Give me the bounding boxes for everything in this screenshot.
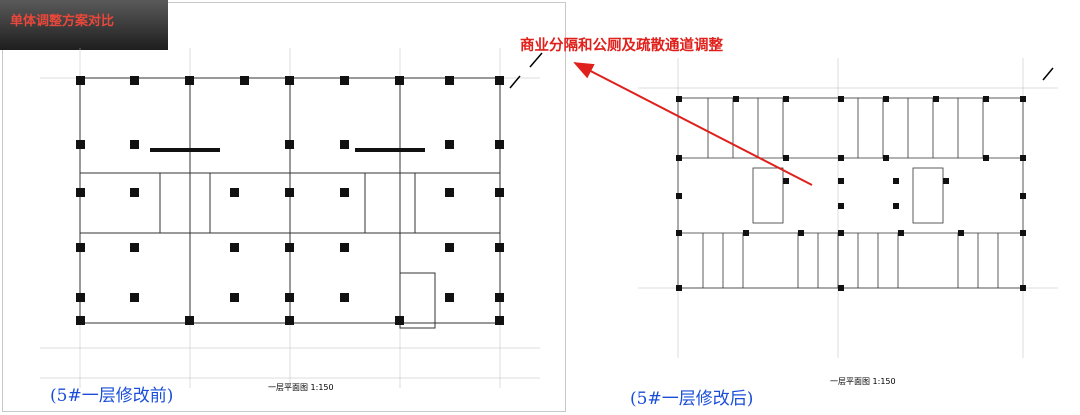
left-slide-frame xyxy=(2,2,566,412)
floor-plan-after xyxy=(638,58,1058,358)
slide-title: 单体调整方案对比 xyxy=(10,14,115,29)
title-badge: 单体调整方案对比 xyxy=(0,0,168,50)
caption-before: (5#一层修改前) xyxy=(50,386,174,406)
scale-label-before: 一层平面图 1:150 xyxy=(268,383,334,392)
caption-after: (5#一层修改后) xyxy=(630,389,754,409)
adjustment-callout: 商业分隔和公厕及疏散通道调整 xyxy=(520,37,723,54)
scale-label-after: 一层平面图 1:150 xyxy=(830,377,896,386)
floor-plan-before xyxy=(40,48,540,388)
